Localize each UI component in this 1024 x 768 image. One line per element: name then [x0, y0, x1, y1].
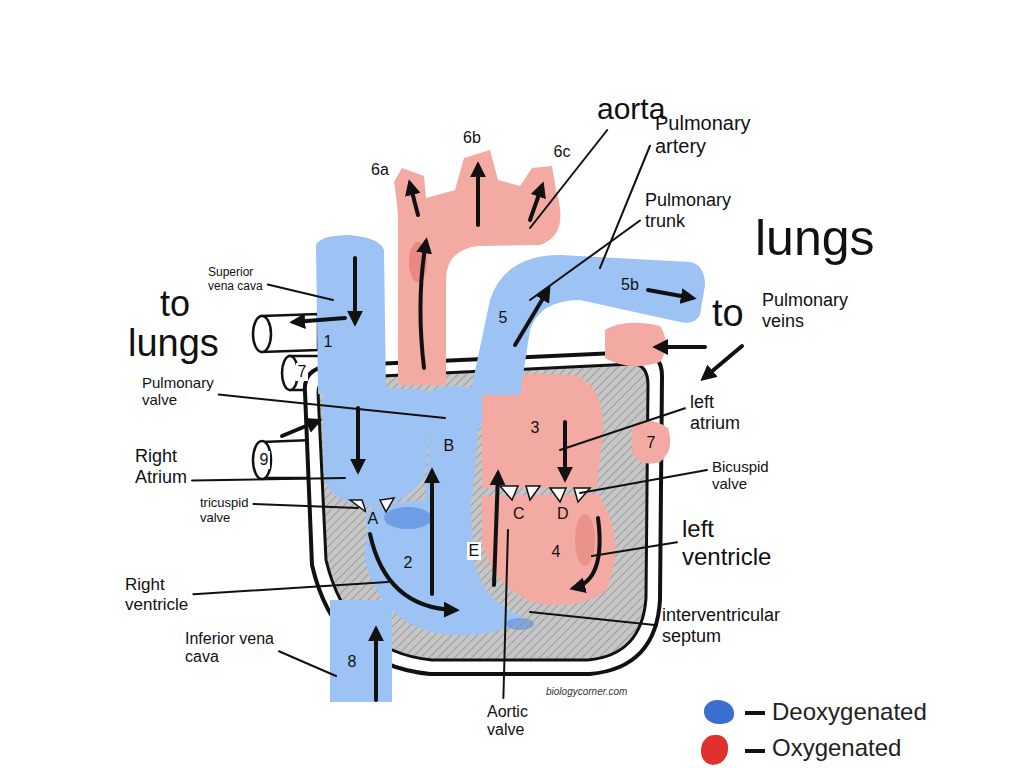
callout-number: 6c — [552, 143, 573, 161]
callout-number: 7 — [645, 434, 658, 452]
aortic-valve — [500, 486, 540, 500]
flow-arrow — [574, 518, 600, 588]
callout-letter: E — [467, 542, 482, 560]
inferior-vena-cava — [330, 600, 392, 702]
leader-line — [592, 542, 677, 556]
part-label: Pulmonary veins — [762, 290, 862, 331]
part-label: Bicuspid valve — [712, 458, 788, 493]
callout-number: 8 — [346, 653, 359, 671]
leader-line — [279, 651, 336, 676]
callout-number: 2 — [402, 554, 415, 572]
part-label: Inferior vena cava — [185, 630, 277, 667]
flow-arrow — [430, 472, 434, 594]
flow-note: to — [712, 292, 744, 336]
callout-letter: A — [366, 510, 381, 528]
part-label: tricuspid valve — [200, 496, 272, 526]
flow-arrow — [657, 345, 705, 349]
legend-dash — [745, 749, 765, 753]
callout-number: B — [442, 437, 457, 455]
callout-letter: D — [555, 505, 571, 523]
flow-arrow — [356, 408, 360, 470]
flow-arrow — [563, 422, 567, 478]
part-label: Superior vena cava — [208, 266, 280, 294]
legend-text: Oxygenated — [772, 734, 901, 762]
callout-number: 4 — [550, 543, 563, 561]
flow-arrow — [410, 184, 418, 215]
flow-note: lungs — [755, 210, 875, 268]
shading — [384, 507, 432, 529]
callout-number: 3 — [529, 419, 542, 437]
part-label: Right ventricle — [125, 575, 211, 614]
legend-text: Deoxygenated — [772, 698, 927, 726]
leader-line — [503, 530, 508, 698]
part-label: Pulmonary valve — [142, 374, 234, 409]
flow-arrow — [282, 421, 318, 436]
leader-line — [268, 284, 333, 300]
pulmonary-vein — [605, 323, 666, 366]
legend-swatch — [704, 700, 734, 724]
superior-vena-cava — [316, 235, 386, 394]
shading — [506, 618, 534, 630]
flow-arrow — [374, 630, 378, 700]
flow-arrow — [494, 474, 498, 585]
part-label: Pulmonary artery — [655, 112, 775, 158]
leader-line — [560, 408, 685, 450]
leader-line — [580, 470, 707, 493]
right-atrium — [322, 386, 431, 506]
pulmonary-outflow — [425, 386, 485, 500]
bicuspid-valve — [550, 488, 590, 502]
callout-number: 9 — [258, 451, 271, 469]
legend-dash — [745, 711, 765, 715]
legend-swatch — [701, 735, 728, 765]
part-label: interventricular septum — [662, 605, 834, 646]
flow-arrow — [704, 346, 742, 378]
flow-arrow — [370, 534, 455, 610]
callout-number: 7 — [296, 363, 309, 381]
callout-number: 6a — [369, 161, 391, 179]
callout-number: 6b — [461, 129, 483, 147]
leader-line — [530, 130, 607, 228]
shading — [575, 514, 595, 566]
callout-letter: C — [511, 505, 527, 523]
callout-number: 5 — [497, 309, 510, 327]
flow-arrow — [648, 290, 692, 298]
flow-note: to — [160, 283, 190, 324]
leader-line — [530, 612, 657, 625]
flow-arrow — [294, 318, 345, 322]
part-label: Pulmonary trunk — [645, 190, 745, 231]
leader-line — [192, 478, 345, 481]
vessel-opening — [253, 441, 271, 479]
leader-line — [193, 582, 388, 594]
part-label: left atrium — [690, 392, 762, 433]
pulmonary-vein — [632, 421, 670, 464]
flow-arrow — [476, 166, 480, 225]
part-label: left ventricle — [682, 515, 804, 570]
leader-line — [600, 146, 650, 268]
left-ventricle — [482, 494, 615, 605]
pulmonary-trunk — [470, 255, 705, 395]
callout-number: 5b — [619, 276, 641, 294]
part-label: Aortic valve — [487, 703, 549, 740]
leader-line — [219, 395, 445, 418]
callout-number: 1 — [322, 333, 335, 351]
vessel-opening — [253, 316, 271, 352]
watermark: biologycorner.com — [546, 686, 627, 698]
leader-line — [530, 221, 640, 300]
leader-line — [253, 504, 358, 508]
flow-arrow — [353, 258, 357, 322]
flow-note: lungs — [128, 322, 219, 366]
part-label: Right Atrium — [135, 446, 217, 487]
flow-arrow — [420, 242, 426, 368]
